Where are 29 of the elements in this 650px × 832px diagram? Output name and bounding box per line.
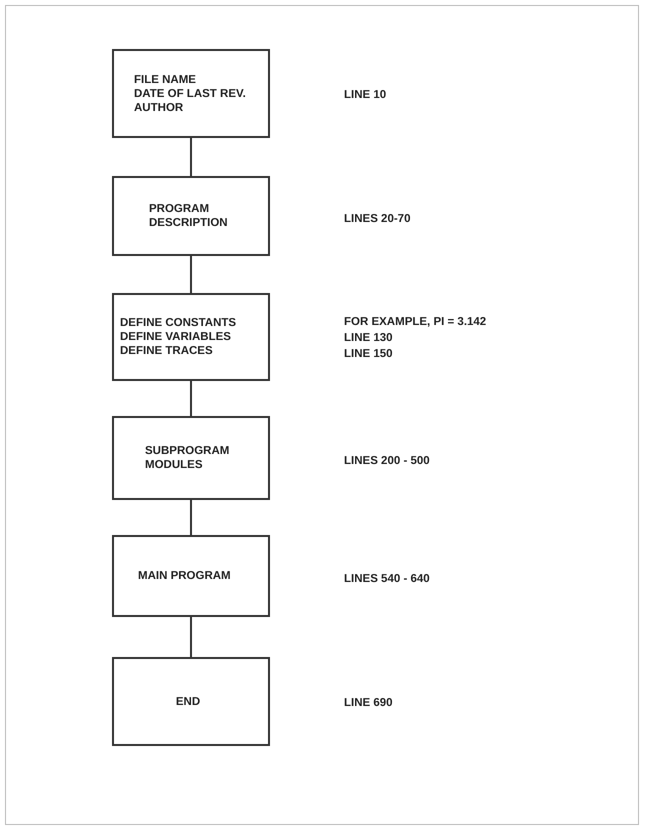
box-text: MAIN PROGRAM [138,569,232,583]
box-text: DEFINE CONSTANTS [120,316,238,330]
connector-line [190,617,192,657]
box-text: SUBPROGRAM MODULES [145,444,230,472]
line-number-note: LINES 540 - 640 [344,572,430,587]
box-text: PROGRAM DESCRIPTION [149,202,229,230]
process-box [112,176,270,256]
process-box [112,535,270,617]
line-number-note: LINES 200 - 500 [344,454,430,469]
process-box [112,293,270,381]
box-text: FILE NAME [134,72,197,86]
line-number-note: LINE 690 [344,696,393,711]
connector-line [190,500,192,535]
connector-line [190,138,192,176]
line-number-note: FOR EXAMPLE, PI = 3.142 [344,315,486,330]
process-box [112,416,270,500]
line-number-note: LINE 130 [344,331,393,346]
box-text: DEFINE TRACES [120,344,214,358]
connector-line [190,256,192,293]
line-number-note: LINE 150 [344,347,393,362]
line-number-note: LINE 10 [344,88,386,103]
process-box [112,657,270,746]
process-box [112,49,270,138]
box-text: DATE OF LAST REV. [134,86,247,100]
box-text: AUTHOR [134,100,184,114]
connector-line [190,381,192,416]
box-text: END [176,694,200,708]
box-text: DEFINE VARIABLES [120,330,232,344]
line-number-note: LINES 20-70 [344,212,410,227]
